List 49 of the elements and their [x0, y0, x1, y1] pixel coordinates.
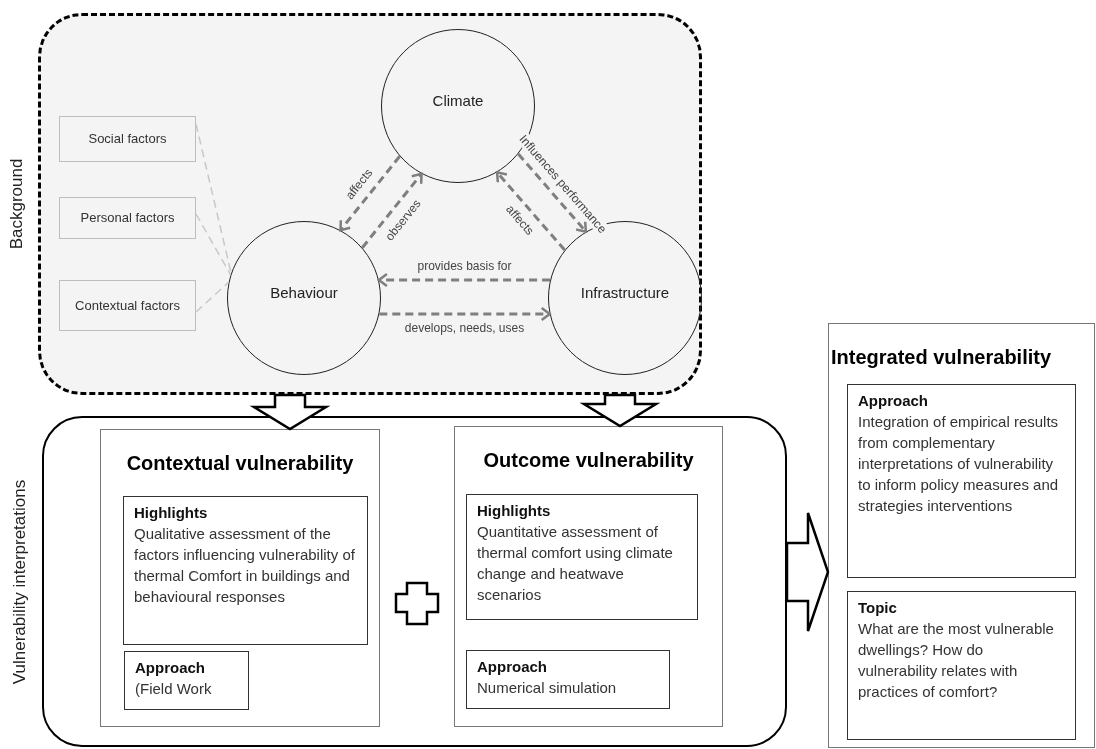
vulnerability-panel: [100, 429, 380, 727]
factor-box: [59, 116, 196, 162]
box-text: Quantitative assessment of thermal comfort using climate change and heatwave scenarios: [477, 522, 674, 605]
block-arrow: [785, 511, 830, 633]
edge-label: provides basis for: [416, 259, 513, 273]
box-heading: Highlights: [477, 501, 552, 521]
region-label: Vulnerability interpretations: [9, 479, 31, 684]
panel-title: Outcome vulnerability: [483, 448, 694, 473]
block-arrow: [579, 393, 661, 428]
region-label: Background: [6, 158, 28, 250]
dashed-line: [195, 213, 232, 276]
info-box: [466, 494, 698, 620]
info-box: [847, 591, 1076, 740]
info-box: [466, 650, 670, 709]
dashed-arrow: [495, 171, 566, 252]
dashed-arrow: [361, 172, 423, 249]
dashed-arrow: [517, 152, 588, 233]
factor-label: Contextual factors: [74, 296, 181, 315]
box-text: Integration of empirical results from complementary interpretations of vulnerability to inform policy measures and strategies interventions: [858, 412, 1060, 516]
info-box: [847, 384, 1076, 578]
dashed-arrow: [379, 306, 551, 322]
dashed-arrow: [377, 272, 551, 288]
box-heading: Approach: [858, 391, 929, 411]
box-heading: Approach: [477, 657, 548, 677]
factor-label: Social factors: [87, 130, 168, 148]
vulnerability-panel: [454, 426, 723, 727]
info-box: [124, 651, 249, 710]
dashed-arrow: [339, 155, 401, 232]
box-heading: Topic: [858, 598, 898, 618]
box-heading: Approach: [135, 658, 206, 678]
panel-title: Integrated vulnerability: [831, 345, 1052, 370]
factor-box: [59, 197, 196, 239]
panel-title: Contextual vulnerability: [126, 451, 354, 476]
edge-label: develops, needs, uses: [403, 321, 526, 335]
box-heading: Highlights: [134, 503, 209, 523]
box-text: Numerical simulation: [477, 678, 618, 698]
info-box: [123, 496, 368, 645]
dashed-line: [195, 281, 230, 313]
circle-label: Infrastructure: [580, 282, 670, 303]
factor-label: Personal factors: [79, 209, 176, 227]
box-text: (Field Work: [135, 679, 213, 699]
dashed-line: [195, 123, 232, 274]
factor-box: [59, 280, 196, 331]
circle-label: Behaviour: [270, 282, 338, 303]
block-arrow: [249, 393, 331, 431]
box-text: What are the most vulnerable dwellings? How do vulnerability relates with practices of comfort?: [858, 619, 1055, 702]
vulnerability-panel: [828, 323, 1095, 748]
circle-label: Climate: [432, 90, 484, 111]
box-text: Qualitative assessment of the factors influencing vulnerability of thermal Comfort in buildings and behavioural responses: [134, 524, 356, 607]
